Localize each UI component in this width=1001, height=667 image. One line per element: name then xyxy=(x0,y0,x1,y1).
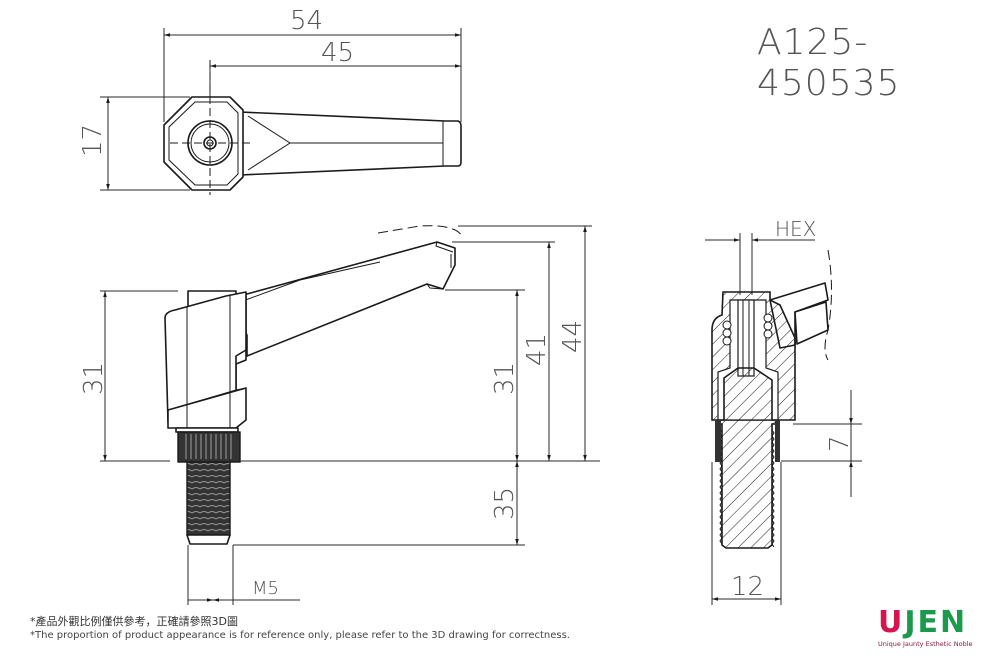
dim-overall-height: 44 xyxy=(558,320,588,353)
part-number: A125-450535 xyxy=(757,22,901,104)
logo-tagline: Unique Jaunty Esthetic Noble xyxy=(878,640,973,648)
dim-shoulder-height: 7 xyxy=(825,435,855,452)
dim-lever-top-height: 41 xyxy=(522,333,552,366)
dim-hex-label: HEX xyxy=(775,217,816,241)
logo-letter-u: U xyxy=(878,605,905,640)
dim-width: 17 xyxy=(78,124,108,157)
dim-boss-diameter: 12 xyxy=(731,572,764,602)
brand-logo: UJEN Unique Jaunty Esthetic Noble xyxy=(878,608,978,649)
dim-thread-size: M5 xyxy=(252,578,279,599)
section-view xyxy=(705,233,862,605)
side-view xyxy=(100,225,600,605)
dim-lever-bottom-height: 31 xyxy=(490,362,520,395)
top-view xyxy=(100,28,462,195)
note-english: *The proportion of product appearance is… xyxy=(30,630,570,641)
note-chinese: *產品外觀比例僅供參考，正確請參照3D圖 xyxy=(30,615,238,628)
dim-body-height: 31 xyxy=(79,362,109,395)
dim-thread-length: 35 xyxy=(490,487,520,520)
logo-wordmark: UJEN xyxy=(878,608,978,638)
logo-letters-jen: JEN xyxy=(904,605,968,640)
dim-overall-length: 54 xyxy=(290,6,323,36)
dim-pivot-to-tip: 45 xyxy=(321,38,354,68)
